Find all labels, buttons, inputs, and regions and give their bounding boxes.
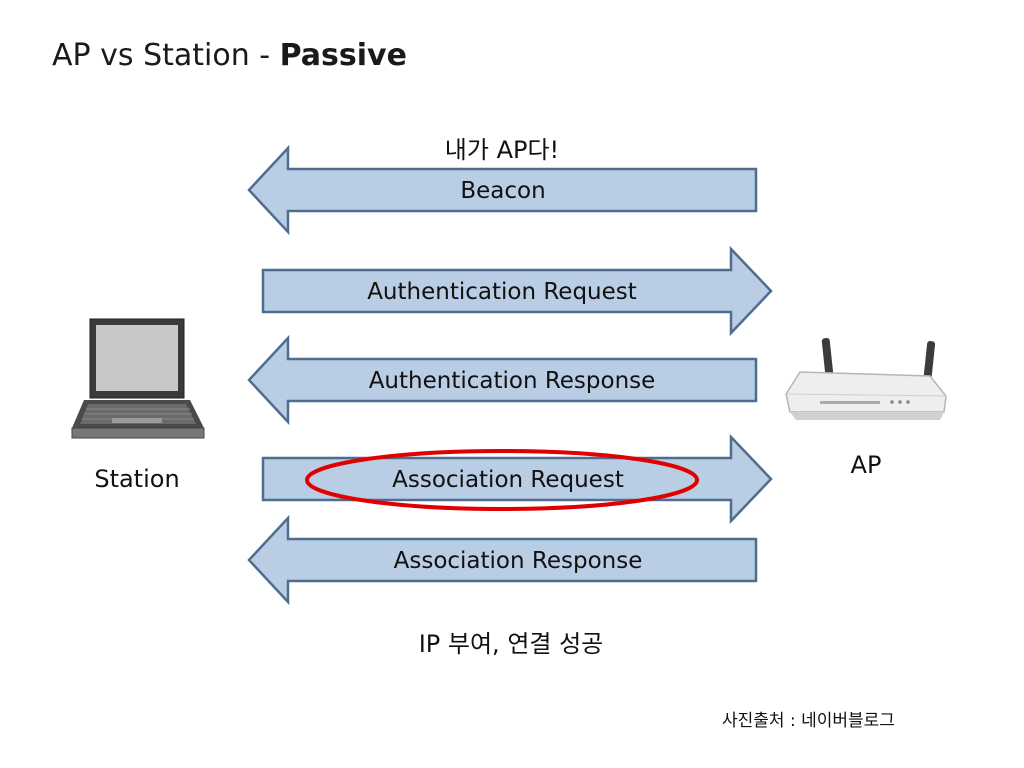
bottom-caption: IP 부여, 연결 성공	[419, 630, 604, 658]
title-emphasis: Passive	[279, 38, 407, 73]
arrow-shape	[261, 245, 773, 337]
arrow-label: Authentication Response	[369, 368, 656, 394]
arrow-shape	[247, 144, 758, 236]
message-arrow-authentication-response: Authentication Response	[247, 334, 758, 426]
message-arrow-association-response: Association Response	[247, 514, 758, 606]
station-label: Station	[94, 465, 179, 493]
message-arrow-authentication-request: Authentication Request	[261, 245, 773, 337]
title-text: AP vs Station -	[52, 38, 280, 73]
message-arrow-beacon: Beacon	[247, 144, 758, 236]
router-icon	[785, 338, 947, 420]
highlight-ellipse	[305, 449, 699, 511]
laptop-icon	[71, 318, 205, 439]
arrow-shape	[247, 334, 758, 426]
arrow-label: Beacon	[460, 178, 545, 204]
arrow-shape	[247, 514, 758, 606]
arrow-label: Association Request	[392, 467, 624, 493]
ap-label: AP	[851, 451, 882, 479]
arrow-label: Authentication Request	[367, 279, 637, 305]
image-source-credit: 사진출처 : 네이버블로그	[722, 711, 895, 731]
slide-title: AP vs Station - Passive	[52, 38, 407, 73]
arrow-label: Association Response	[394, 548, 643, 574]
top-caption: 내가 AP다!	[445, 136, 559, 164]
